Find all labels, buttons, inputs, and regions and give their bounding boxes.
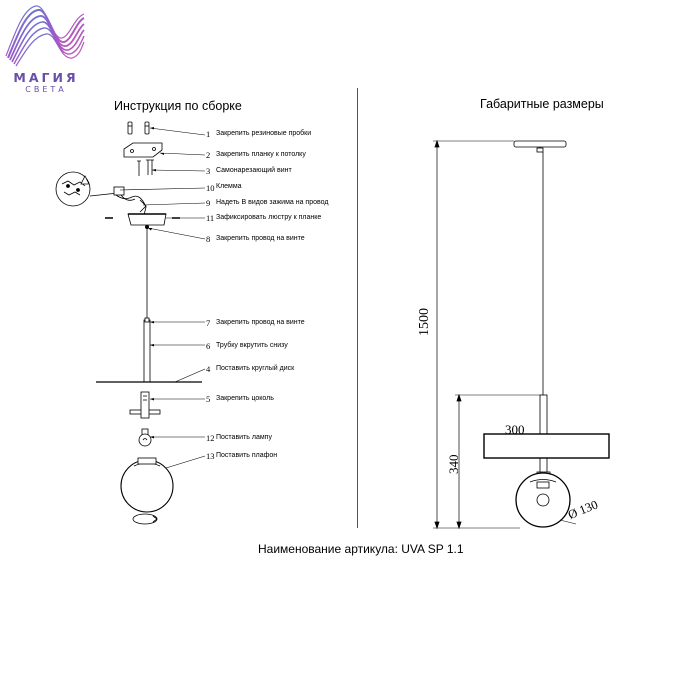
article-name: Наименование артикула: UVA SP 1.1: [258, 542, 464, 556]
step-number: 8: [206, 234, 211, 244]
step-number: 10: [206, 183, 215, 193]
brand-logo: МАГИЯ СВЕТА: [4, 4, 85, 96]
step-label: Закрепить провод на винте: [216, 235, 305, 242]
step-number: 9: [206, 198, 211, 208]
total-height-label: 1500: [417, 308, 432, 336]
logo-wave-icon: [5, 5, 85, 67]
step-label: Зафиксировать люстру к планке: [216, 214, 322, 221]
step-label: Клемма: [216, 183, 242, 190]
terminal-detail-icon: [55, 171, 119, 207]
screw-icon: [137, 159, 154, 176]
step-label: Надеть В видов зажима на провод: [216, 199, 329, 206]
step-number: 2: [206, 150, 211, 160]
step-number: 12: [206, 433, 215, 443]
round-disc: [483, 433, 610, 459]
panel-divider: [357, 88, 358, 528]
step-number: 5: [206, 394, 211, 404]
terminal-block-icon: [113, 186, 147, 216]
glass-globe-icon: [120, 457, 174, 513]
step-label: Поставить круглый диск: [216, 365, 295, 372]
assembly-instructions-title: Инструкция по сборке: [114, 99, 242, 113]
step-label: Трубку вкрутить снизу: [216, 342, 288, 349]
logo-subtext: СВЕТА: [25, 85, 67, 94]
step-number: 11: [206, 213, 215, 223]
step-number: 7: [206, 318, 211, 328]
socket-icon: [129, 391, 161, 419]
mounting-bracket-icon: [123, 142, 163, 158]
step-label: Поставить лампу: [216, 434, 272, 441]
step-number: 6: [206, 341, 211, 351]
disc-width-label: 300: [505, 422, 525, 437]
lamp-bulb-icon: [138, 428, 152, 447]
ceiling-canopy: [513, 140, 567, 148]
step-label: Закрепить планку к потолку: [216, 151, 306, 158]
step-label: Закрепить провод на винте: [216, 319, 305, 326]
step-label: Закрепить резиновые пробки: [216, 130, 312, 137]
step-label: Поставить плафон: [216, 452, 278, 459]
lower-height-label: 340: [446, 454, 461, 475]
rubber-plug-icon: [127, 121, 150, 135]
step-label: Закрепить цоколь: [216, 395, 274, 402]
wire-clamp-icon: [139, 199, 147, 213]
step-number: 4: [206, 364, 211, 374]
step-number: 3: [206, 166, 211, 176]
step-number: 13: [206, 451, 215, 461]
rotate-arrow-icon: [132, 513, 158, 525]
dimensions-title: Габаритные размеры: [480, 97, 604, 111]
logo-text: МАГИЯ: [13, 70, 79, 85]
step-number: 1: [206, 129, 211, 139]
leader-lines: [119, 127, 206, 469]
step-label: Самонарезающий винт: [216, 167, 292, 174]
